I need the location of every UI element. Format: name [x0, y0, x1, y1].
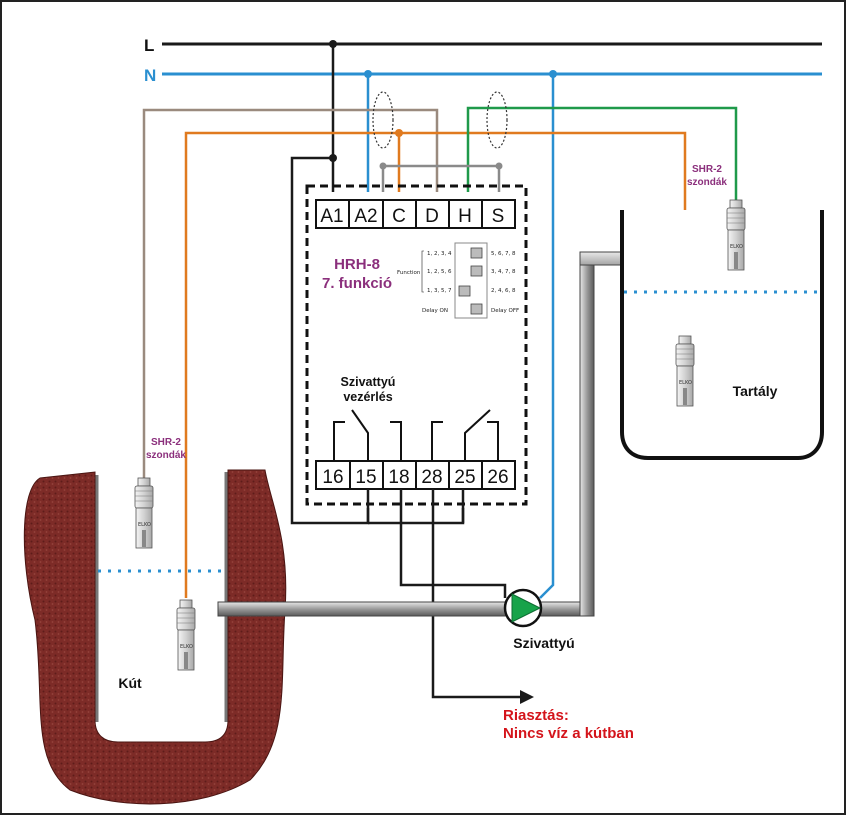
tank-probe-label-1: SHR-2 — [692, 164, 722, 175]
well — [23, 469, 287, 805]
terminal-S: S — [492, 206, 505, 227]
well-probe-label-2: szondák — [146, 450, 186, 461]
alarm-output-wire — [431, 489, 520, 699]
tan-probe-wire — [142, 108, 439, 545]
dip-delay-on: Delay ON — [422, 308, 448, 314]
terminal-26: 26 — [487, 467, 508, 488]
terminal-A1: A1 — [320, 206, 343, 227]
well-probe-upper — [134, 477, 154, 549]
terminal-16: 16 — [322, 467, 343, 488]
tank-probe-lower — [675, 335, 695, 407]
green-probe-wire — [466, 106, 738, 200]
terminal-28: 28 — [421, 467, 442, 488]
dip-right-1: 5, 6, 7, 8 — [491, 251, 516, 257]
relay-contacts — [333, 409, 499, 461]
device-outline — [305, 184, 528, 506]
terminal-25: 25 — [454, 467, 475, 488]
relay-label-line2: vezérlés — [343, 390, 392, 404]
bottom-terminal-strip: 16 15 18 28 25 26 — [315, 460, 516, 490]
dip-left-2: 1, 2, 5, 6 — [427, 269, 452, 275]
well-probe-lower — [176, 599, 196, 671]
N-to-pump-wire — [539, 74, 555, 599]
dip-function-label: Function — [397, 270, 421, 276]
alarm-label-line1: Riasztás: — [503, 707, 569, 724]
terminal-D: D — [425, 206, 439, 227]
device-function: 7. funkció — [322, 275, 392, 292]
tank-label: Tartály — [733, 383, 778, 399]
dip-left-3: 1, 3, 5, 7 — [427, 288, 452, 294]
dip-delay-off: Delay OFF — [491, 308, 519, 314]
dip-left-1: 1, 2, 3, 4 — [427, 251, 452, 257]
terminal-15: 15 — [355, 467, 376, 488]
terminal-H: H — [458, 206, 472, 227]
dip-right-2: 3, 4, 7, 8 — [491, 269, 516, 275]
pump-icon — [503, 588, 543, 628]
terminal-18: 18 — [388, 467, 409, 488]
alarm-arrow-icon — [520, 690, 534, 704]
terminal-A2: A2 — [354, 206, 377, 227]
tank-probe-label-2: szondák — [687, 177, 727, 188]
grey-jumper-wire — [381, 164, 501, 192]
tank — [620, 210, 824, 460]
dip-right-3: 2, 4, 6, 8 — [491, 288, 516, 294]
N-label: N — [144, 66, 156, 85]
well-probe-label-1: SHR-2 — [151, 437, 181, 448]
tank-probe-upper — [726, 199, 746, 271]
alarm-label-line2: Nincs víz a kútban — [503, 725, 634, 742]
well-label: Kút — [118, 675, 142, 691]
pump-control-wire — [399, 489, 507, 598]
relay-label-line1: Szivattyú — [341, 375, 396, 389]
top-terminal-strip: A1 A2 C D H S — [315, 199, 516, 229]
terminal-C: C — [392, 206, 406, 227]
device-model: HRH-8 — [334, 256, 380, 273]
dip-switch-panel: 1, 2, 3, 4 1, 2, 5, 6 1, 3, 5, 7 Functio… — [397, 242, 519, 319]
pump-label: Szivattyú — [513, 635, 574, 651]
shield-ellipse-right — [486, 91, 508, 149]
shield-ellipse-left — [372, 91, 394, 149]
L-label: L — [144, 36, 154, 55]
